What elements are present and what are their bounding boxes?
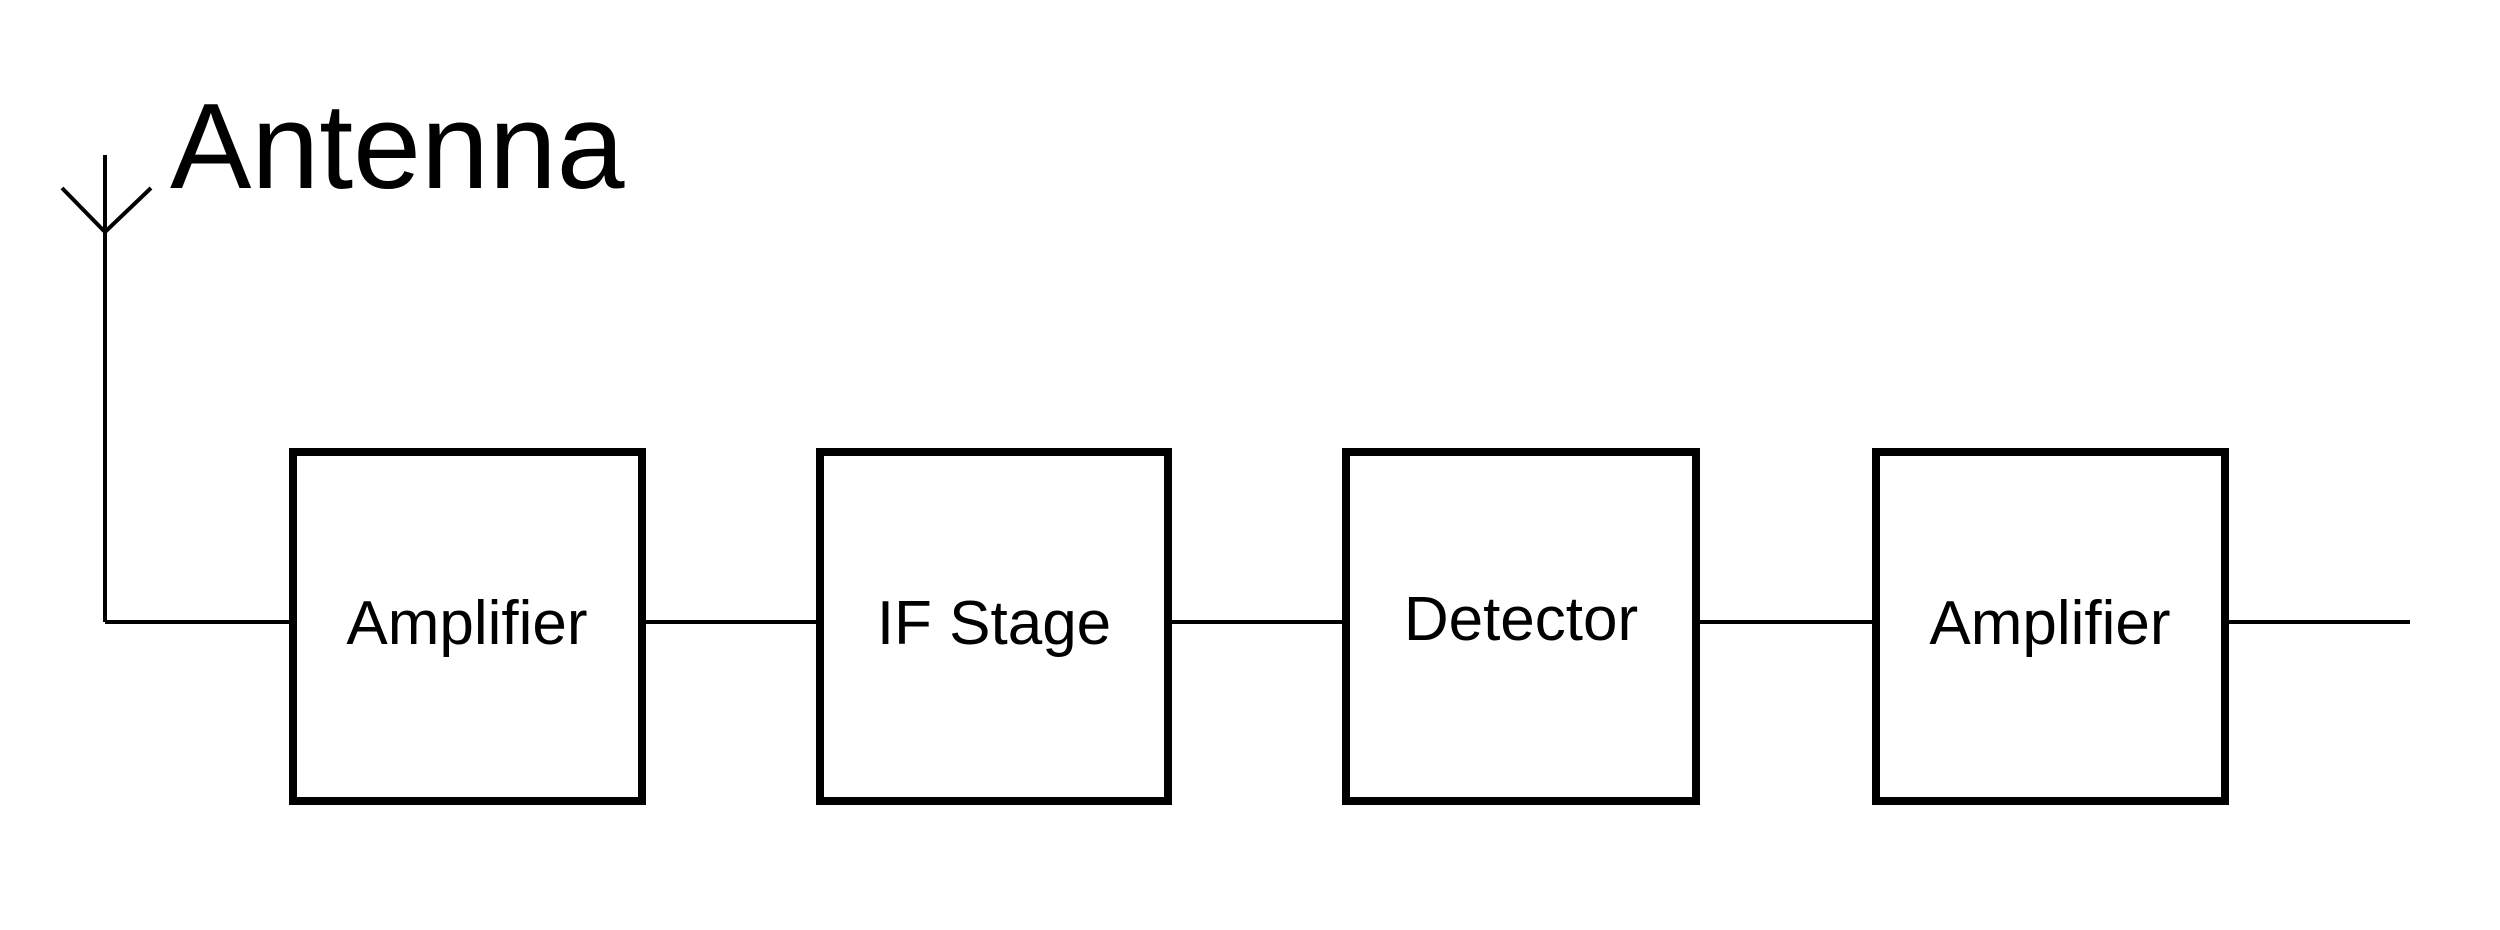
block-box (1872, 448, 2229, 805)
block-detector: Detector (1342, 448, 1700, 805)
block-box (816, 448, 1172, 805)
antenna-icon (60, 155, 153, 622)
block-box (1342, 448, 1700, 805)
block-if-stage: IF Stage (816, 448, 1172, 805)
block-label: Detector (1404, 585, 1638, 654)
block-box (289, 448, 646, 805)
block-label: IF Stage (877, 589, 1111, 658)
antenna-label: Antenna (170, 78, 625, 214)
block-label: Amplifier (1929, 589, 2170, 658)
block-label: Amplifier (346, 589, 587, 658)
block-amplifier-rf: Amplifier (289, 448, 646, 805)
block-amplifier-audio: Amplifier (1872, 448, 2229, 805)
